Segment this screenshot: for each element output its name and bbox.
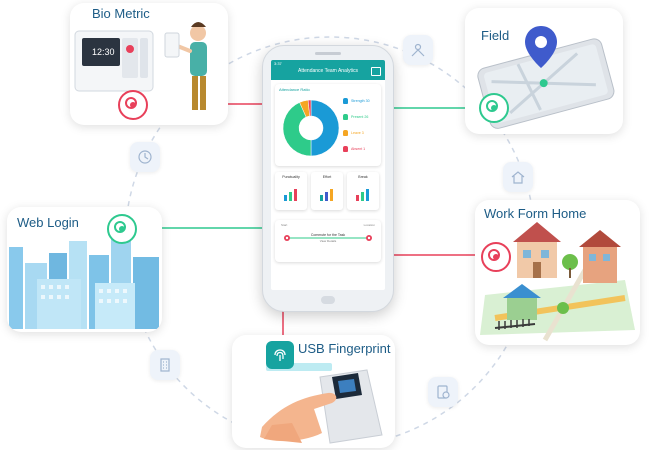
tile-label: Effort [322,175,332,179]
field-target-icon[interactable] [479,93,509,123]
legend-person-icon [343,146,348,152]
float-document-icon [428,377,458,407]
work-from-home-label: Work Form Home [484,206,587,221]
field-card[interactable]: Field [465,8,623,134]
bio-metric-label: Bio Metric [92,6,150,21]
tile-icon-bar [294,189,297,201]
field-phone-map-illustration [477,26,615,129]
fingerprint-badge [266,341,294,369]
tile-chart-icon [284,189,297,201]
pie-center [300,117,322,139]
legend-item: Present 26 [343,110,381,124]
tile-break[interactable]: Break [347,172,379,210]
app-title: Attendance Team Analytics [298,68,358,74]
city-skyline-illustration [9,237,159,329]
pie-slice-absent [307,99,312,117]
tile-punctuality[interactable]: Punctuality [275,172,307,210]
attendance-ratio-title: Attendance Ratio [279,87,310,92]
app-menu-button[interactable] [371,67,381,76]
route-end-label: Location [363,223,375,227]
legend-item: Strength 30 [343,94,381,108]
tile-icon-bar [330,189,333,201]
legend-person-icon [343,130,348,136]
legend-person-icon [343,114,348,120]
route-start-label: Start [281,223,288,227]
pie-slice-present [282,102,312,157]
tile-icon-bar [289,192,292,201]
attendance-legend: Strength 30 Present 26 Leave 3 Absent 1 [343,94,381,158]
route-sub-text: View Details [319,239,337,243]
phone-home-button[interactable] [321,296,335,304]
web-login-label: Web Login [17,215,79,230]
tile-icon-bar [284,195,287,201]
tile-effort[interactable]: Effort [311,172,343,210]
phone-frame: 3:37 Attendance Team Analytics Attendanc… [262,45,394,312]
work-from-home-target-icon[interactable] [481,242,511,272]
usb-fingerprint-card[interactable]: USB Fingerprint [232,335,395,448]
tile-icon-bar [366,189,369,201]
tile-label: Break [358,175,368,179]
attendance-ratio-panel: Attendance Ratio Strength 30 Present 26 Le… [275,84,381,166]
status-time: 3:37 [274,61,282,66]
tile-icon-bar [325,192,328,201]
clock-display-text: 12:30 [92,47,115,57]
legend-label: Leave 3 [351,131,364,135]
legend-label: Present 26 [351,115,369,119]
bio-metric-card[interactable]: Bio Metric 12:30 [70,3,228,125]
legend-item: Absent 1 [343,142,381,156]
tile-chart-icon [356,189,369,201]
legend-item: Leave 3 [343,126,381,140]
route-panel[interactable]: Start Location Commute for the Task View… [275,220,381,262]
web-login-card[interactable]: Web Login [7,207,162,332]
float-building-icon [150,350,180,380]
float-clock-icon [130,142,160,172]
legend-label: Strength 30 [351,99,370,103]
houses-illustration [480,222,635,342]
phone-speaker [315,52,341,55]
legend-person-icon [343,98,348,104]
work-from-home-card[interactable]: Work Form Home [475,200,640,345]
tile-chart-icon [320,189,333,201]
tile-icon-bar [356,195,359,201]
biometric-device-illustration [74,22,207,110]
float-people-icon [403,35,433,65]
tile-icon-bar [320,195,323,201]
tile-icon-bar [361,192,364,201]
phone-screen: 3:37 Attendance Team Analytics Attendanc… [271,60,385,290]
route-line [284,235,372,241]
tile-label: Punctuality [282,175,300,179]
route-text: Commute for the Task [310,233,346,237]
attendance-pie-chart [282,99,340,157]
web-login-target-icon[interactable] [107,214,137,244]
app-header: 3:37 Attendance Team Analytics [271,60,385,80]
float-home-icon [503,162,533,192]
usb-fingerprint-label: USB Fingerprint [298,341,391,356]
metric-tiles: Punctuality Effort Break [275,172,381,212]
bio-metric-target-icon[interactable] [118,90,148,120]
pie-slice-strength [310,99,340,157]
field-label: Field [481,28,510,43]
legend-label: Absent 1 [351,147,366,151]
usb-fingerprint-illustration [260,363,383,444]
fingerprint-icon [274,349,286,361]
